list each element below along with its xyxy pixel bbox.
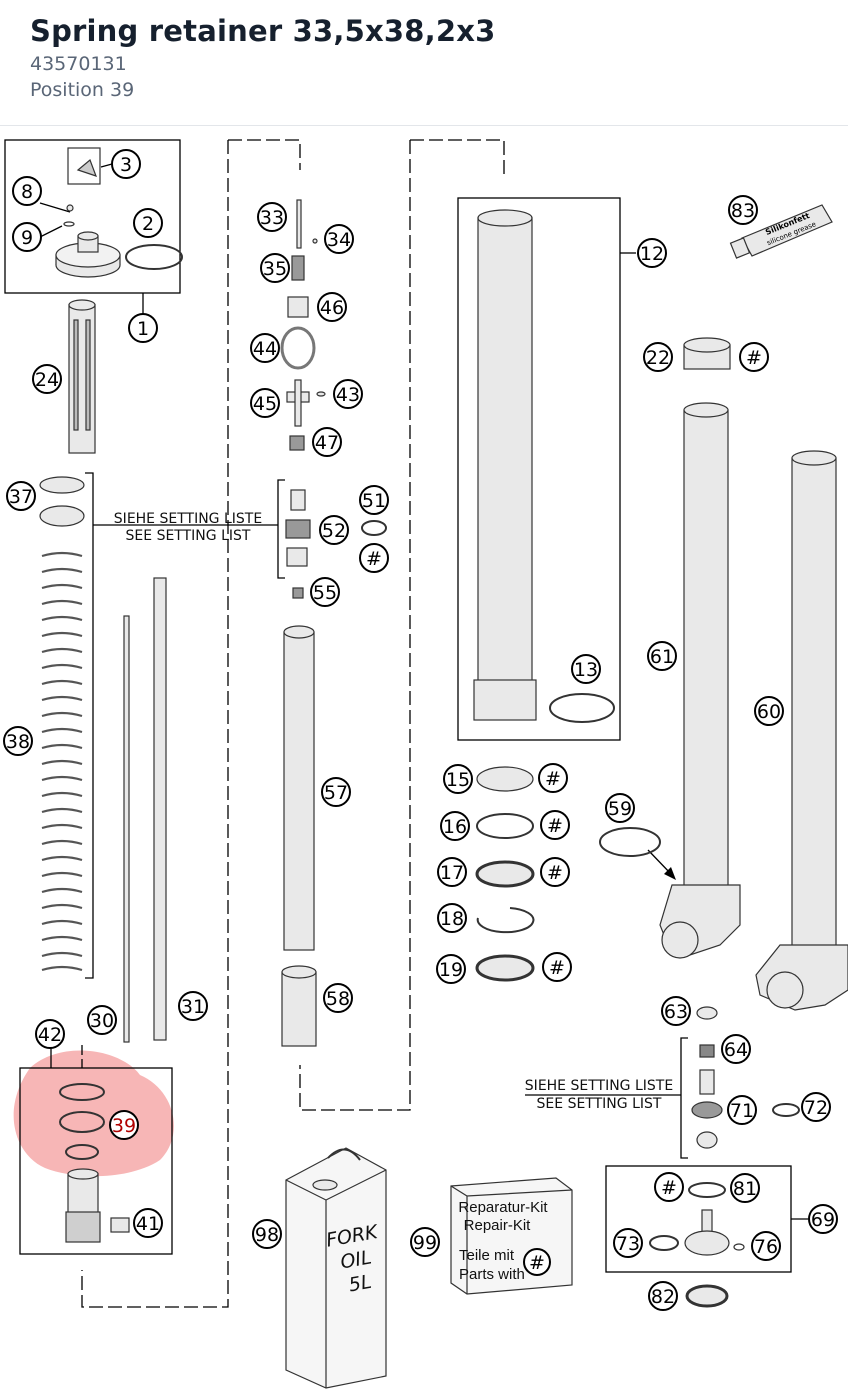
position-label: Position 39 [30,79,135,101]
kit-hash-symbol: # [529,1252,545,1274]
callout-82: 82 [651,1286,675,1308]
callout-31: 31 [181,996,205,1018]
callout-18: 18 [440,908,464,930]
callout-hash-52: # [366,548,382,570]
callout-8: 8 [21,181,33,203]
setting-note-de-left: SIEHE SETTING LISTE [114,511,262,527]
callout-76: 76 [754,1236,778,1258]
kit-line-1: Reparatur-Kit [458,1199,548,1216]
callout-hash-19: # [549,957,565,979]
setting-note-en-left: SEE SETTING LIST [126,528,251,544]
callout-38: 38 [6,731,30,753]
callout-73: 73 [616,1233,640,1255]
callout-46: 46 [320,297,344,319]
callout-22: 22 [646,347,670,369]
callout-30: 30 [90,1010,114,1032]
callout-52: 52 [322,520,346,542]
callout-12: 12 [640,243,664,265]
setting-note-de-right: SIEHE SETTING LISTE [525,1078,673,1094]
callout-hash-22: # [746,347,762,369]
callout-hash-17: # [547,862,563,884]
oil-can-line-2: OIL [339,1246,374,1273]
callout-45: 45 [253,393,277,415]
callout-15: 15 [446,769,470,791]
part-number: 43570131 [30,53,127,75]
callout-19: 19 [439,959,463,981]
callout-61: 61 [650,646,674,668]
callout-55: 55 [313,582,337,604]
callout-16: 16 [443,816,467,838]
callout-44: 44 [253,338,277,360]
callout-47: 47 [315,432,339,454]
page-header: Spring retainer 33,5x38,2x3 43570131 Pos… [0,0,848,126]
callout-43: 43 [336,384,360,406]
callout-13: 13 [574,659,598,681]
exploded-parts-diagram: 3 8 9 2 1 24 37 38 30 31 42 39 41 33 34 … [3,139,848,1389]
callout-39-highlighted[interactable]: 39 [112,1115,136,1137]
setting-note-en-right: SEE SETTING LIST [537,1096,662,1112]
callout-hash-15: # [545,768,561,790]
callout-9: 9 [21,227,33,249]
callout-99: 99 [413,1232,437,1254]
callout-57: 57 [324,782,348,804]
callout-17: 17 [440,862,464,884]
callout-63: 63 [664,1001,688,1023]
callout-58: 58 [326,988,350,1010]
page-title: Spring retainer 33,5x38,2x3 [30,14,496,48]
callout-83: 83 [731,200,755,222]
callout-51: 51 [362,490,386,512]
callout-64: 64 [724,1039,748,1061]
callout-81: 81 [733,1178,757,1200]
callout-60: 60 [757,701,781,723]
callout-42: 42 [38,1024,62,1046]
callout-33: 33 [260,207,284,229]
callout-98: 98 [255,1224,279,1246]
callout-41: 41 [136,1213,160,1235]
callout-35: 35 [263,258,287,280]
callout-3: 3 [120,154,132,176]
callout-72: 72 [804,1097,828,1119]
callout-71: 71 [730,1100,754,1122]
oil-can-line-3: 5L [347,1271,373,1297]
callout-24: 24 [35,369,59,391]
callout-hash-81: # [661,1177,677,1199]
kit-line-4: Parts with [459,1266,525,1283]
kit-line-2: Repair-Kit [464,1217,532,1234]
callout-34: 34 [327,229,351,251]
callout-37: 37 [9,486,33,508]
callout-2: 2 [142,213,154,235]
kit-line-3: Teile mit [459,1247,515,1264]
callout-1: 1 [137,318,149,340]
callout-69: 69 [811,1209,835,1231]
callout-hash-16: # [547,815,563,837]
callout-59: 59 [608,798,632,820]
